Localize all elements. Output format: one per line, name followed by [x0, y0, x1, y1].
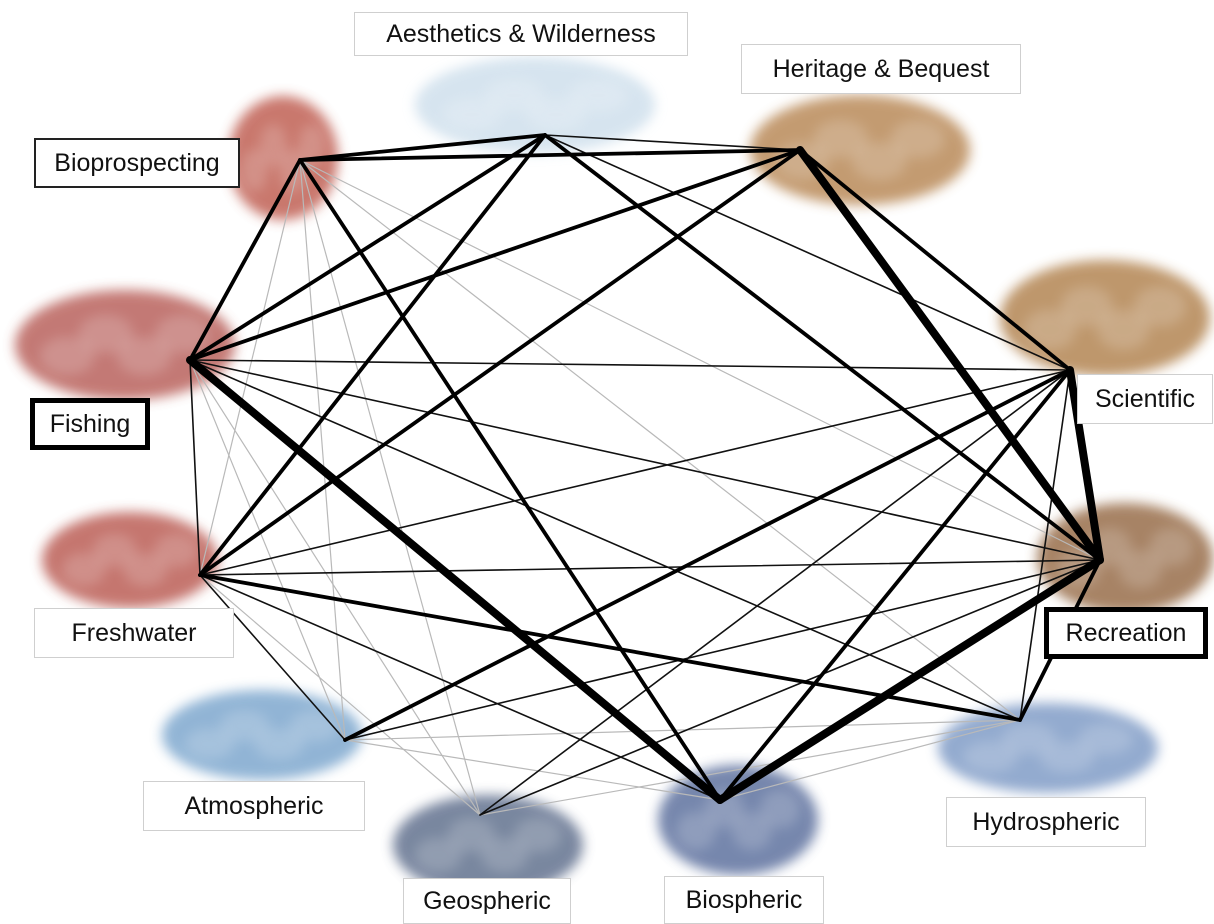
link-scientific-geospheric: [479, 369, 1071, 816]
link-atmospheric-hydrospheric: [344, 719, 1021, 741]
link-fishing-geospheric: [189, 359, 481, 816]
link-heritage-recreation: [796, 146, 1104, 564]
sea-ice-landscape-picture: [415, 57, 655, 153]
node-label-geospheric: Geospheric: [403, 878, 571, 924]
link-freshwater-biospheric: [199, 574, 721, 801]
node-label-biospheric: Biospheric: [664, 876, 824, 924]
link-heritage-scientific: [798, 148, 1072, 372]
link-fishing-biospheric: [186, 356, 724, 804]
link-recreation-biospheric: [716, 556, 1104, 804]
link-bioprospecting-freshwater: [199, 159, 301, 576]
link-bioprospecting-biospheric: [298, 158, 722, 802]
node-label-bioprospecting: Bioprospecting: [34, 138, 240, 188]
link-aesthetics-fishing: [188, 133, 547, 362]
link-bioprospecting-heritage: [298, 148, 802, 162]
link-aesthetics-freshwater: [198, 133, 547, 577]
link-aesthetics-heritage: [544, 134, 801, 151]
link-scientific-hydrospheric: [1019, 369, 1071, 721]
research-station-picture: [1000, 260, 1210, 376]
tourist-group-picture: [1037, 503, 1213, 613]
flags-at-pole-picture: [750, 95, 970, 205]
node-label-hydrospheric: Hydrospheric: [946, 797, 1146, 847]
link-fishing-scientific: [189, 359, 1071, 371]
link-fishing-hydrospheric: [189, 359, 1021, 721]
node-label-aesthetics: Aesthetics & Wilderness: [354, 12, 688, 56]
node-label-freshwater: Freshwater: [34, 608, 234, 658]
node-label-fishing: Fishing: [30, 398, 150, 450]
link-scientific-atmospheric: [343, 368, 1072, 742]
link-fishing-freshwater: [189, 359, 201, 576]
link-bioprospecting-recreation: [299, 159, 1101, 561]
link-bioprospecting-atmospheric: [299, 159, 346, 741]
link-recreation-geospheric: [479, 559, 1101, 816]
link-scientific-recreation: [1066, 366, 1104, 564]
penguins-picture: [658, 765, 818, 875]
node-label-recreation: Recreation: [1044, 607, 1208, 659]
link-heritage-fishing: [188, 148, 802, 362]
link-bioprospecting-fishing: [188, 158, 302, 362]
link-freshwater-geospheric: [199, 574, 481, 816]
link-fishing-recreation: [189, 359, 1101, 561]
node-label-heritage: Heritage & Bequest: [741, 44, 1021, 94]
link-recreation-atmospheric: [344, 559, 1101, 741]
link-geospheric-hydrospheric: [479, 719, 1021, 816]
link-freshwater-recreation: [199, 559, 1101, 576]
link-heritage-freshwater: [198, 148, 802, 577]
link-bioprospecting-aesthetics: [298, 133, 547, 162]
node-label-scientific: Scientific: [1077, 374, 1213, 424]
link-atmospheric-biospheric: [344, 739, 721, 801]
link-freshwater-atmospheric: [199, 574, 346, 741]
glacier-water-picture: [938, 703, 1158, 793]
link-bioprospecting-hydrospheric: [299, 159, 1021, 721]
clouds-picture: [162, 690, 362, 780]
frozen-lake-picture: [42, 512, 218, 608]
node-label-atmospheric: Atmospheric: [143, 781, 365, 831]
link-freshwater-hydrospheric: [198, 573, 1022, 722]
link-biospheric-hydrospheric: [719, 719, 1021, 801]
link-aesthetics-scientific: [544, 134, 1071, 371]
link-scientific-freshwater: [199, 369, 1071, 576]
fishing-vessel-picture: [15, 290, 235, 400]
rocks-picture: [393, 795, 583, 895]
